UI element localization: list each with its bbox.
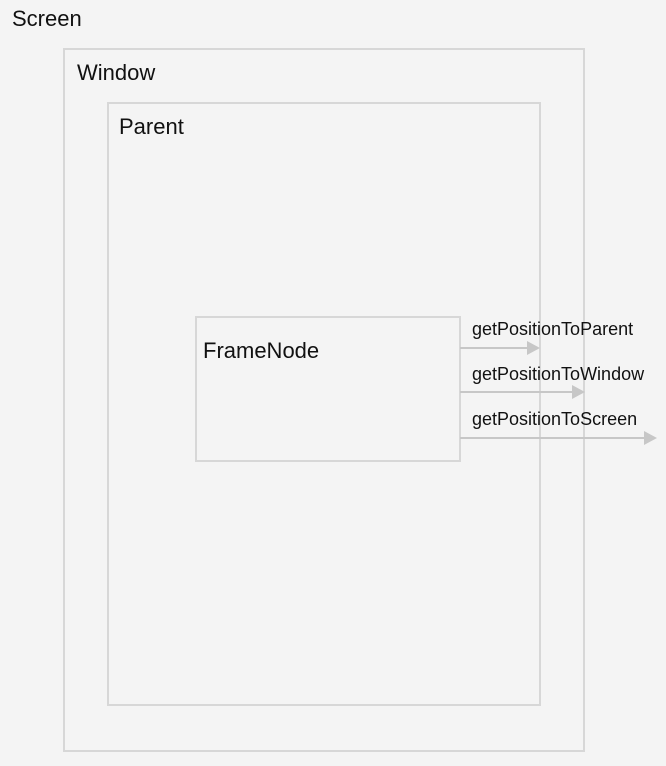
method-label-get-position-to-window: getPositionToWindow <box>472 364 645 384</box>
arrowhead-icon <box>644 431 657 445</box>
framenode-box <box>195 316 461 462</box>
arrow-to-window <box>460 385 585 399</box>
arrowhead-icon <box>527 341 540 355</box>
framenode-label: FrameNode <box>203 338 320 363</box>
method-label-get-position-to-screen: getPositionToScreen <box>472 409 638 429</box>
parent-label: Parent <box>119 114 184 139</box>
method-label-get-position-to-parent: getPositionToParent <box>472 319 634 339</box>
arrow-to-parent <box>460 341 540 355</box>
window-label: Window <box>77 60 156 85</box>
arrow-to-screen <box>460 431 657 445</box>
screen-label: Screen <box>12 6 82 31</box>
parent-box <box>107 102 541 706</box>
window-box <box>63 48 585 752</box>
arrowhead-icon <box>572 385 585 399</box>
arrow-shaft <box>460 437 644 439</box>
arrow-shaft <box>460 347 527 349</box>
arrow-shaft <box>460 391 572 393</box>
